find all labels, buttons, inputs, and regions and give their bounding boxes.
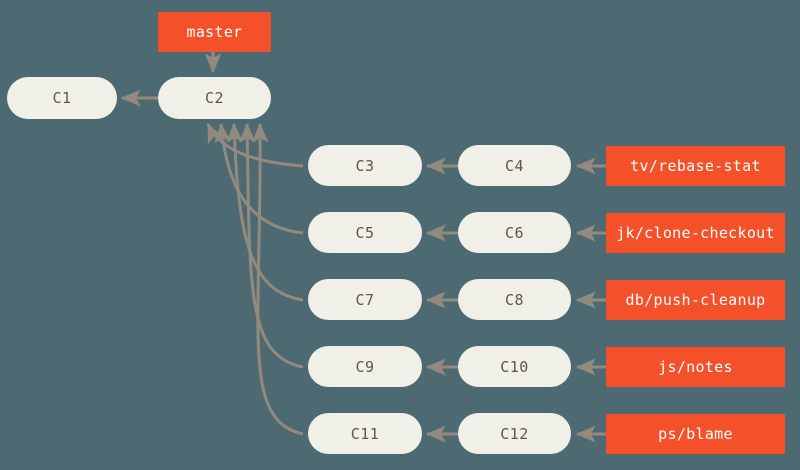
branch-label-master[interactable]: master — [158, 12, 271, 52]
commit-node-c1[interactable]: C1 — [7, 77, 117, 119]
commit-label: C4 — [504, 156, 525, 175]
commit-label: C6 — [504, 223, 525, 242]
branch-label-jk-clone-checkout[interactable]: jk/clone-checkout — [606, 213, 785, 253]
commit-label: C1 — [52, 89, 72, 107]
edge-c7-to-c2 — [226, 122, 304, 302]
edge-c3-to-c2 — [206, 122, 304, 168]
commit-node-c6[interactable]: C6 — [458, 212, 571, 253]
commit-label: C10 — [500, 357, 529, 376]
edge-c5-to-c2 — [214, 122, 304, 235]
branch-label-text: jk/clone-checkout — [616, 224, 775, 242]
commit-node-c3[interactable]: C3 — [308, 145, 422, 186]
commit-node-c9[interactable]: C9 — [308, 346, 422, 387]
commit-label: C12 — [500, 424, 529, 443]
commit-node-c7[interactable]: C7 — [308, 279, 422, 320]
branch-label-text: tv/rebase-stat — [630, 157, 761, 175]
branch-label-js-notes[interactable]: js/notes — [606, 347, 785, 387]
commit-label: C11 — [350, 424, 380, 443]
commit-node-c4[interactable]: C4 — [458, 145, 571, 186]
branch-label-text: db/push-cleanup — [625, 291, 766, 309]
commit-label: C8 — [504, 290, 525, 309]
commit-node-c12[interactable]: C12 — [458, 413, 571, 454]
edge-c9-to-c2 — [238, 122, 304, 369]
branch-label-text: master — [186, 23, 243, 41]
branch-label-ps-blame[interactable]: ps/blame — [606, 414, 785, 454]
branch-label-text: js/notes — [658, 358, 733, 376]
branch-label-db-push-cleanup[interactable]: db/push-cleanup — [606, 280, 785, 320]
commit-node-c5[interactable]: C5 — [308, 212, 422, 253]
commit-label: C7 — [355, 290, 375, 309]
edge-c11-to-c2 — [251, 122, 304, 436]
commit-node-c8[interactable]: C8 — [458, 279, 571, 320]
commit-label: C9 — [355, 357, 375, 376]
commit-label: C2 — [204, 89, 225, 107]
commit-node-c11[interactable]: C11 — [308, 413, 422, 454]
branch-label-text: ps/blame — [658, 425, 733, 443]
commit-label: C5 — [355, 223, 375, 242]
branch-label-tv-rebase-stat[interactable]: tv/rebase-stat — [606, 146, 785, 186]
commit-node-c10[interactable]: C10 — [458, 346, 571, 387]
commit-label: C3 — [355, 156, 375, 175]
commit-node-c2[interactable]: C2 — [158, 77, 271, 119]
